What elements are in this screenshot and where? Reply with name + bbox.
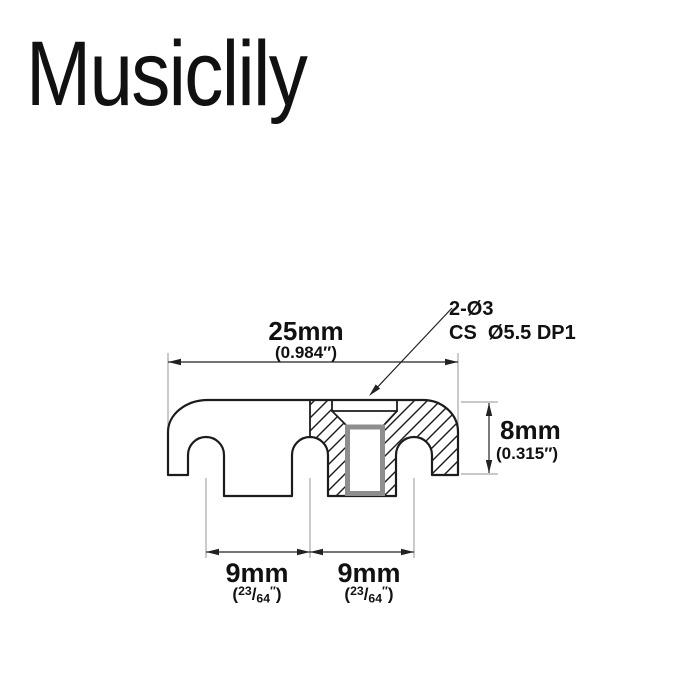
countersink-detail (309, 400, 398, 437)
dim-width-label: 25mm (268, 316, 344, 346)
screw-hole (345, 424, 385, 496)
callout-countersink-spec: CS Ø5.5 DP1 (449, 322, 576, 344)
dim-height-label: 8mm (500, 415, 561, 445)
dim-width-inches: (0.984″) (274, 343, 337, 362)
dim-spacing-left-label: 9mm (225, 558, 289, 588)
dim-spacing-right-inches: (23/64″) (344, 584, 394, 606)
dim-spacing-right-label: 9mm (337, 558, 401, 588)
brand-logo: Musiclily (26, 23, 308, 125)
callout-hole-count: 2-Ø3 (449, 298, 494, 320)
dim-height-inches: (0.315″) (496, 444, 559, 463)
extension-lines (167, 353, 498, 558)
arrowheads (168, 358, 493, 556)
leader-line (369, 307, 453, 396)
dim-spacing-left-inches: (23/64″) (232, 584, 282, 606)
